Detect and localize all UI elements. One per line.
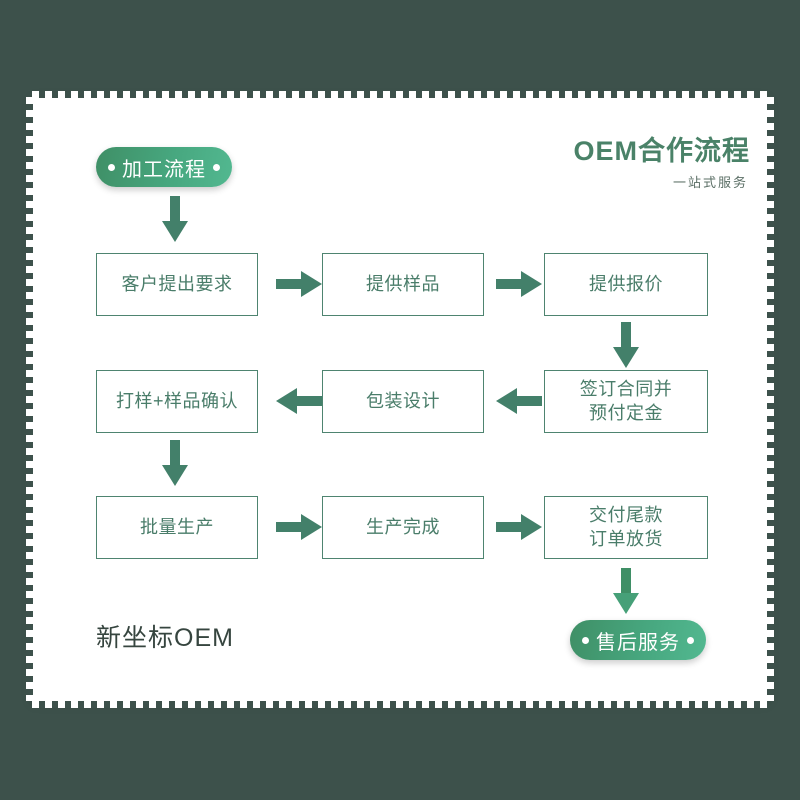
card-edge-bottom-icon [32, 701, 768, 708]
badge-aftersales: 售后服务 [570, 620, 706, 660]
flow-step-box: 签订合同并预付定金 [544, 370, 708, 433]
page-title: OEM合作流程 [573, 136, 750, 166]
flow-step-box: 生产完成 [322, 496, 484, 559]
flow-step-box: 交付尾款订单放货 [544, 496, 708, 559]
arrow-right-icon [276, 514, 322, 540]
bullet-dot-icon [108, 163, 115, 171]
badge-process-label: 加工流程 [122, 158, 206, 181]
bullet-dot-icon [582, 636, 589, 644]
arrow-left-icon [276, 388, 322, 414]
bullet-dot-icon [687, 636, 694, 644]
arrow-down-icon [162, 196, 188, 242]
flow-step-box: 批量生产 [96, 496, 258, 559]
arrow-right-icon [496, 514, 542, 540]
flow-step-box: 提供报价 [544, 253, 708, 316]
badge-process: 加工流程 [96, 147, 232, 187]
arrow-down-icon [613, 322, 639, 368]
arrow-right-icon [276, 271, 322, 297]
flow-step-box: 客户提出要求 [96, 253, 258, 316]
bullet-dot-icon [213, 163, 220, 171]
badge-aftersales-label: 售后服务 [596, 631, 680, 654]
flow-step-box: 包装设计 [322, 370, 484, 433]
flow-step-box: 打样+样品确认 [96, 370, 258, 433]
flow-step-box: 提供样品 [322, 253, 484, 316]
arrow-down-icon [613, 568, 639, 614]
arrow-left-icon [496, 388, 542, 414]
arrow-down-icon [162, 440, 188, 486]
page-subtitle: 一站式服务 [672, 175, 748, 190]
brand-label: 新坐标OEM [96, 624, 234, 652]
arrow-right-icon [496, 271, 542, 297]
card-edge-right-icon [767, 97, 774, 701]
